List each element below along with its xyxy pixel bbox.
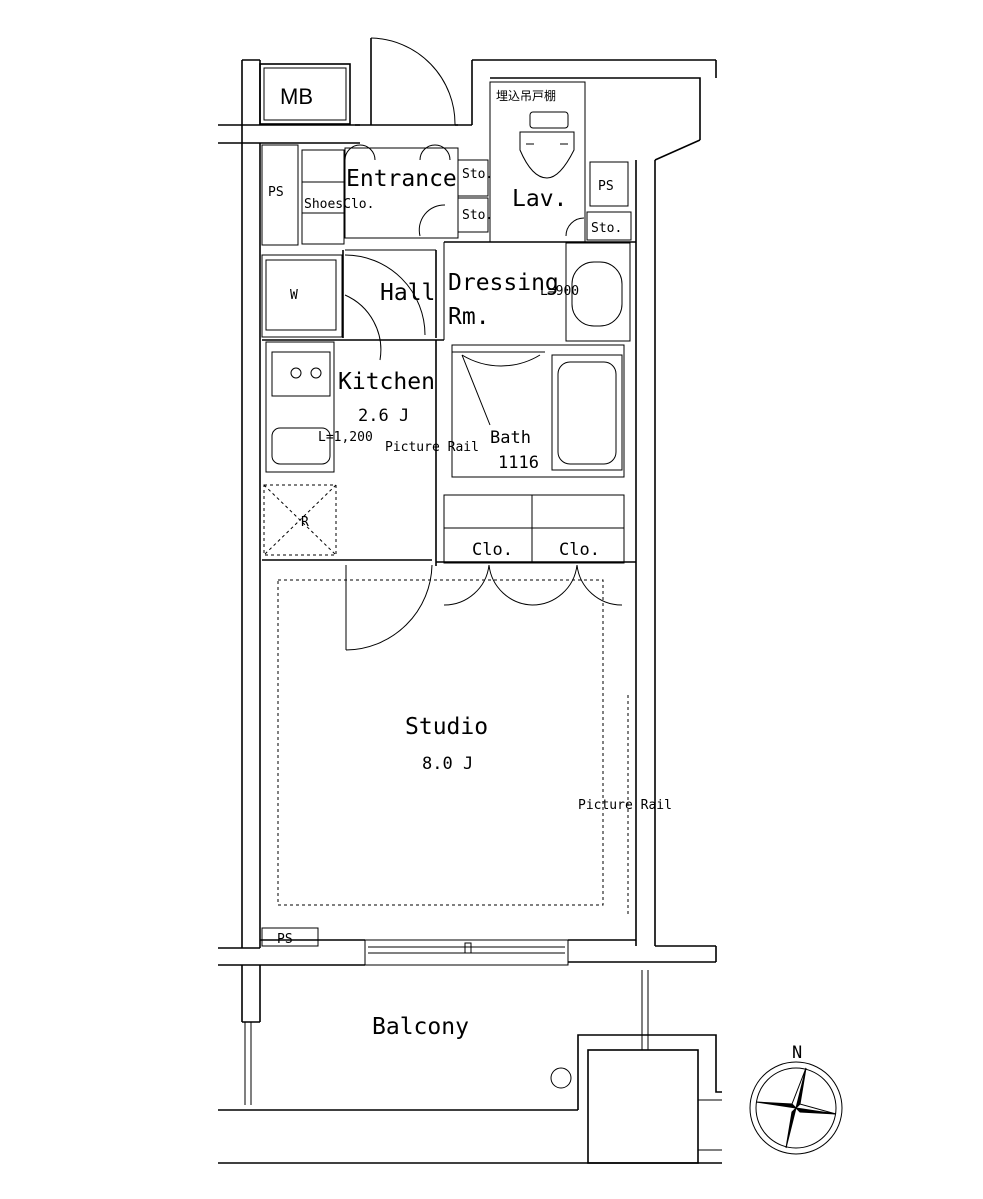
entrance-door <box>355 37 458 126</box>
compass-icon: N <box>749 1043 843 1155</box>
studio: Studio 8.0 J Picture Rail <box>277 579 672 915</box>
kitchen-label: Kitchen <box>338 369 435 395</box>
bath-size-label: 1116 <box>498 453 539 473</box>
meter-box: MB <box>259 63 351 125</box>
vanity-width-label: L=900 <box>540 284 579 299</box>
closets: Clo. Clo. <box>443 494 625 606</box>
kitchen-counter-label: L=1,200 <box>318 430 373 445</box>
hall-label: Hall <box>380 280 435 306</box>
balcony: Balcony <box>218 965 722 1164</box>
closet-2-label: Clo. <box>559 540 600 560</box>
washer-label: W <box>290 288 298 303</box>
kitchen: Kitchen 2.6 J L=1,200 Picture Rail <box>262 339 479 473</box>
shoes-closet-label: ShoesClo. <box>304 197 374 212</box>
picture-rail-2-label: Picture Rail <box>578 798 672 813</box>
overhead-cabinet-label: 埋込吊戸棚 <box>496 88 556 103</box>
ps-top-right: PS <box>589 161 629 207</box>
refrigerator: R <box>263 484 337 556</box>
compass-north-label: N <box>792 1043 802 1063</box>
lavatory-label: Lav. <box>512 186 567 212</box>
outer-walls <box>218 59 717 966</box>
ps-left: PS <box>261 144 299 246</box>
ps-3-label: PS <box>277 932 293 947</box>
lavatory: 埋込吊戸棚 Lav. <box>489 81 586 243</box>
entrance-label: Entrance <box>346 166 457 192</box>
storage-right: Sto. <box>586 211 632 241</box>
dressing-label-1: Dressing <box>448 270 559 296</box>
kitchen-size-label: 2.6 J <box>358 406 409 426</box>
entrance-area: Entrance ShoesClo. <box>301 144 459 245</box>
storage-1-label: Sto. <box>462 167 493 182</box>
balcony-label: Balcony <box>372 1014 469 1040</box>
ps-2-label: PS <box>598 179 614 194</box>
picture-rail-1-label: Picture Rail <box>385 440 479 455</box>
refrigerator-label: R <box>301 515 309 530</box>
mb-label: MB <box>280 84 313 109</box>
ps-1-label: PS <box>268 185 284 200</box>
bath-label: Bath <box>490 428 531 448</box>
closet-1-label: Clo. <box>472 540 513 560</box>
storage-3-label: Sto. <box>591 221 622 236</box>
bath: Bath 1116 <box>451 344 625 478</box>
studio-size-label: 8.0 J <box>422 754 473 774</box>
entrance-storage: Sto. Sto. <box>457 159 493 233</box>
studio-door <box>262 340 636 651</box>
hall: Hall <box>342 249 437 361</box>
storage-2-label: Sto. <box>462 208 493 223</box>
studio-label: Studio <box>405 714 488 740</box>
studio-window <box>364 939 569 966</box>
dressing-label-2: Rm. <box>448 304 490 330</box>
ps-bottom: PS <box>261 927 319 947</box>
dressing-room: Dressing Rm. L=900 <box>443 241 636 342</box>
washer: W <box>261 254 343 338</box>
